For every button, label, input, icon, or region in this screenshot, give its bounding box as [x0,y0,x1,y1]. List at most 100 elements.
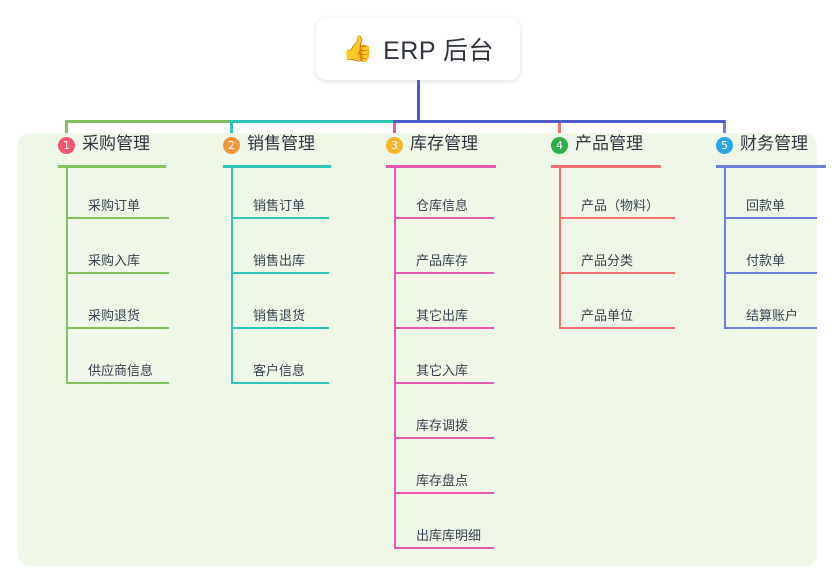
branch-number-badge-3: 3 [386,137,403,154]
list-item-underline [66,327,169,329]
list-item[interactable]: 产品单位 [559,285,675,329]
branch-title-3: 库存管理 [410,134,478,153]
branch-column-5: 5 财务管理回款单付款单结算账户 [716,133,826,329]
branch-column-3: 3 库存管理仓库信息产品库存其它出库其它入库库存调拨库存盘点出库库明细 [386,133,496,549]
branch-column-1: 1 采购管理采购订单采购入库采购退货供应商信息 [58,133,169,384]
branch-underline-5 [716,165,826,168]
branch-title-1: 采购管理 [82,134,150,153]
trunk-line [417,80,420,123]
list-item-label: 产品分类 [581,253,634,268]
list-item-label: 销售退货 [253,308,306,323]
list-item-underline [231,272,329,274]
list-item[interactable]: 供应商信息 [66,340,169,384]
branch-header-1[interactable]: 1 采购管理 [58,133,166,173]
root-node-title: ERP 后台 [383,37,495,65]
list-item-label: 回款单 [746,198,786,213]
list-item[interactable]: 产品（物料） [559,175,675,219]
list-item-underline [394,272,494,274]
list-item[interactable]: 其它入库 [394,340,494,384]
list-item[interactable]: 销售出库 [231,230,329,274]
list-item-underline [394,217,494,219]
bus-segment-1 [65,120,232,123]
branch-number-badge-5: 5 [716,137,733,154]
list-item[interactable]: 回款单 [724,175,817,219]
list-item-label: 采购退货 [88,308,141,323]
branch-spine-5 [724,168,726,329]
list-item-underline [394,492,494,494]
list-item-label: 供应商信息 [88,363,154,378]
bus-segment-4 [558,120,725,123]
list-item-label: 销售订单 [253,198,306,213]
list-item[interactable]: 采购入库 [66,230,169,274]
list-item[interactable]: 结算账户 [724,285,817,329]
list-item-underline [724,272,817,274]
list-item[interactable]: 销售退货 [231,285,329,329]
list-item-label: 产品单位 [581,308,634,323]
list-item-label: 产品（物料） [581,198,660,213]
list-item-underline [66,272,169,274]
root-node-content: 👍 ERP 后台 [342,31,494,67]
list-item-label: 库存盘点 [416,473,469,488]
list-item[interactable]: 销售订单 [231,175,329,219]
list-item-label: 产品库存 [416,253,469,268]
list-item-label: 付款单 [746,253,786,268]
list-item-label: 其它出库 [416,308,469,323]
branch-spine-3 [394,168,396,549]
list-item-underline [394,547,494,549]
list-item[interactable]: 其它出库 [394,285,494,329]
list-item[interactable]: 出库库明细 [394,505,494,549]
list-item-underline [231,327,329,329]
branch-underline-3 [386,165,496,168]
list-item-label: 出库库明细 [416,528,482,543]
list-item[interactable]: 采购订单 [66,175,169,219]
list-item[interactable]: 采购退货 [66,285,169,329]
list-item-underline [231,382,329,384]
list-item-label: 其它入库 [416,363,469,378]
list-item[interactable]: 库存盘点 [394,450,494,494]
list-item[interactable]: 客户信息 [231,340,329,384]
branch-spine-1 [66,168,68,384]
branch-number-badge-2: 2 [223,137,240,154]
list-item-label: 仓库信息 [416,198,469,213]
list-item-label: 采购入库 [88,253,141,268]
list-item-label: 库存调拨 [416,418,469,433]
list-item[interactable]: 产品库存 [394,230,494,274]
list-item-underline [559,272,675,274]
branch-title-4: 产品管理 [575,134,643,153]
list-item-underline [231,217,329,219]
list-item-underline [559,217,675,219]
list-item[interactable]: 付款单 [724,230,817,274]
list-item-underline [394,327,494,329]
bus-segment-3 [393,120,560,123]
list-item[interactable]: 产品分类 [559,230,675,274]
branch-underline-1 [58,165,166,168]
branch-header-5[interactable]: 5 财务管理 [716,133,826,173]
branch-number-badge-1: 1 [58,137,75,154]
list-item-underline [66,382,169,384]
list-item-underline [559,327,675,329]
branch-spine-2 [231,168,233,384]
list-item-label: 结算账户 [746,308,799,323]
list-item-label: 采购订单 [88,198,141,213]
list-item[interactable]: 库存调拨 [394,395,494,439]
list-item-label: 销售出库 [253,253,306,268]
bus-segment-2 [230,120,395,123]
list-item-label: 客户信息 [253,363,306,378]
thumbs-up-icon: 👍 [341,34,374,63]
list-item-underline [66,217,169,219]
branch-underline-4 [551,165,661,168]
branch-underline-2 [223,165,331,168]
branch-spine-4 [559,168,561,329]
branch-title-5: 财务管理 [740,134,808,153]
branch-header-3[interactable]: 3 库存管理 [386,133,496,173]
list-item-underline [724,327,817,329]
list-item-underline [724,217,817,219]
list-item[interactable]: 仓库信息 [394,175,494,219]
root-node-card[interactable]: 👍 ERP 后台 [316,18,520,80]
